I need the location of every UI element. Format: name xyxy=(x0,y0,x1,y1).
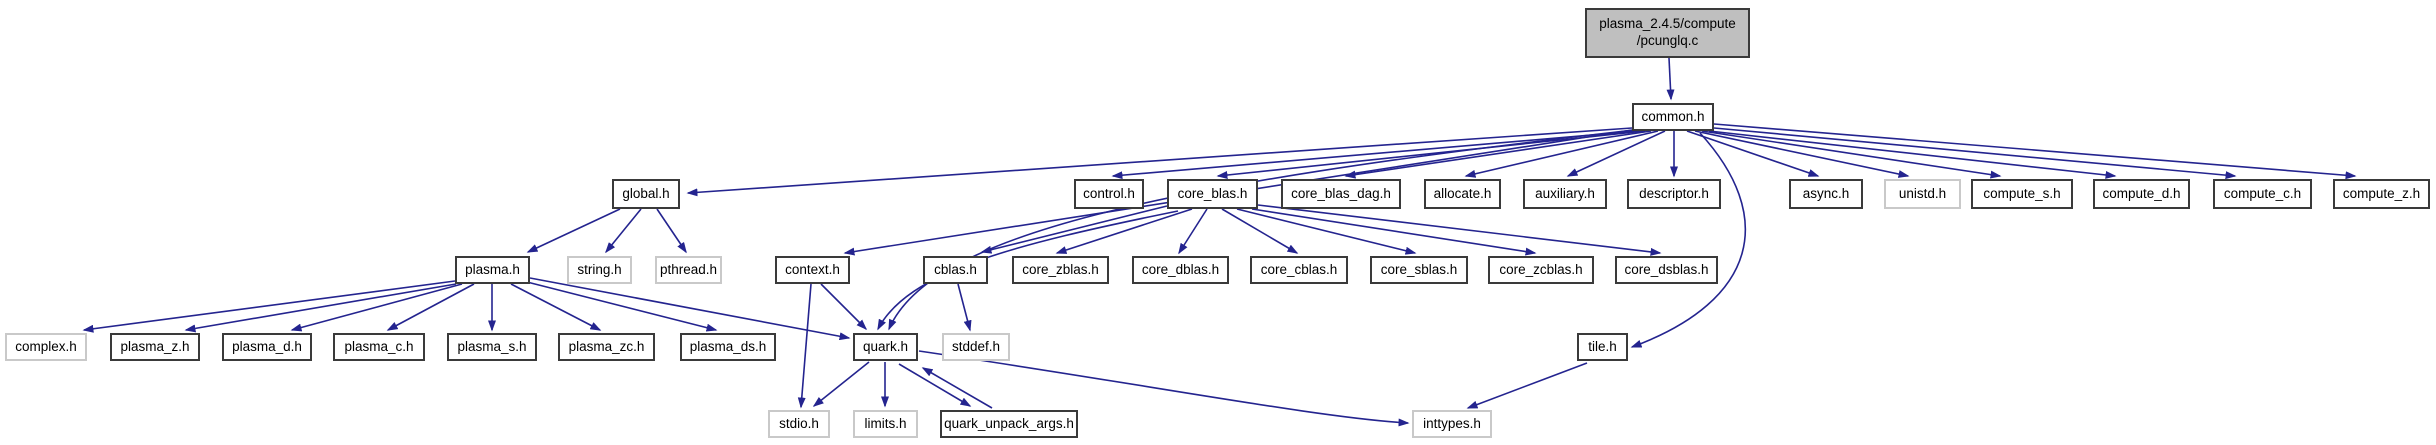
edge-cblas-to-stddef xyxy=(957,283,972,332)
edge-plasma-to-plasma-d xyxy=(290,283,463,332)
node-plasma-z-h[interactable]: plasma_z.h xyxy=(110,333,200,361)
edge-core-blas-to-core-dblas xyxy=(1178,208,1208,255)
edge-core-blas-to-core-sblas xyxy=(1236,208,1417,255)
edge-plasma-to-plasma-zc xyxy=(510,283,602,331)
node-plasma-zc-h[interactable]: plasma_zc.h xyxy=(558,333,655,361)
node-quark-h[interactable]: quark.h xyxy=(853,333,918,361)
edge-common-to-allocate xyxy=(1464,130,1659,178)
edge-common-to-compute-d xyxy=(1708,130,2117,179)
edge-quark-unpack-args-to-quark xyxy=(921,367,993,409)
edge-plasma-to-plasma-z xyxy=(184,283,457,333)
edge-global-to-string xyxy=(605,208,642,254)
node-plasma-s-h[interactable]: plasma_s.h xyxy=(447,333,537,361)
node-core-dblas-h[interactable]: core_dblas.h xyxy=(1132,256,1229,284)
edge-pcunglq-to-common xyxy=(1666,57,1675,101)
node-plasma-h[interactable]: plasma.h xyxy=(455,256,530,284)
edge-core-blas-to-core-dsblas xyxy=(1257,204,1662,256)
node-unistd-h: unistd.h xyxy=(1884,179,1961,209)
node-compute-z-h[interactable]: compute_z.h xyxy=(2333,179,2430,209)
node-pthread-h: pthread.h xyxy=(655,256,722,284)
edge-common-to-control xyxy=(1111,130,1639,180)
edge-global-to-pthread xyxy=(656,208,687,254)
edge-quark-to-inttypes xyxy=(918,350,1410,427)
node-plasma-ds-h[interactable]: plasma_ds.h xyxy=(680,333,776,361)
node-compute-s-h[interactable]: compute_s.h xyxy=(1971,179,2073,209)
node-complex-h: complex.h xyxy=(5,333,87,361)
edge-plasma-to-quark xyxy=(529,277,851,341)
node-core-blas-dag-h[interactable]: core_blas_dag.h xyxy=(1281,179,1401,209)
edge-quark-to-stdio xyxy=(812,361,870,407)
node-core-dsblas-h[interactable]: core_dsblas.h xyxy=(1615,256,1718,284)
edges-group xyxy=(82,57,2357,427)
edge-common-to-auxiliary xyxy=(1566,130,1666,177)
edge-common-to-compute-s xyxy=(1701,130,2002,179)
node-tile-h[interactable]: tile.h xyxy=(1577,333,1628,361)
edge-common-to-compute-c xyxy=(1713,127,2237,180)
node-compute-c-h[interactable]: compute_c.h xyxy=(2213,179,2312,209)
node-common-h[interactable]: common.h xyxy=(1632,103,1714,131)
edge-context-to-stdio xyxy=(797,283,812,409)
node-control-h[interactable]: control.h xyxy=(1074,179,1144,209)
node-limits-h: limits.h xyxy=(853,410,918,438)
node-inttypes-h: inttypes.h xyxy=(1412,410,1492,438)
node-core-cblas-h[interactable]: core_cblas.h xyxy=(1250,256,1348,284)
edge-common-to-global xyxy=(686,127,1633,197)
edge-common-to-core-blas-dag xyxy=(1344,130,1652,179)
node-string-h: string.h xyxy=(567,256,632,284)
node-global-h[interactable]: global.h xyxy=(612,179,680,209)
node-core-zcblas-h[interactable]: core_zcblas.h xyxy=(1488,256,1594,284)
node-allocate-h[interactable]: allocate.h xyxy=(1424,179,1501,209)
edge-core-blas-to-cblas xyxy=(980,205,1168,254)
node-core-zblas-h[interactable]: core_zblas.h xyxy=(1012,256,1109,284)
edge-context-to-quark xyxy=(820,283,868,331)
node-stdio-h: stdio.h xyxy=(768,410,830,438)
node-core-blas-h[interactable]: core_blas.h xyxy=(1167,179,1258,209)
edge-plasma-to-plasma-c xyxy=(386,283,475,331)
edge-core-blas-to-core-cblas xyxy=(1221,208,1299,254)
edge-common-to-tile xyxy=(1630,132,1746,348)
node-quark-unpack-args-h[interactable]: quark_unpack_args.h xyxy=(940,410,1078,438)
node-stddef-h: stddef.h xyxy=(942,333,1010,361)
node-core-sblas-h[interactable]: core_sblas.h xyxy=(1370,256,1468,284)
edge-common-to-compute-z xyxy=(1713,123,2357,180)
edge-core-blas-to-core-zcblas xyxy=(1251,208,1537,256)
edge-common-to-quark xyxy=(888,129,1635,331)
node-descriptor-h[interactable]: descriptor.h xyxy=(1627,179,1721,209)
node-pcunglq-c: plasma_2.4.5/compute /pcunglq.c xyxy=(1585,8,1750,58)
node-cblas-h[interactable]: cblas.h xyxy=(923,256,988,284)
node-plasma-c-h[interactable]: plasma_c.h xyxy=(333,333,425,361)
edge-tile-to-inttypes xyxy=(1466,362,1588,409)
edge-common-to-async xyxy=(1686,130,1820,177)
edge-core-blas-to-core-zblas xyxy=(1055,208,1193,254)
node-compute-d-h[interactable]: compute_d.h xyxy=(2093,179,2190,209)
node-async-h[interactable]: async.h xyxy=(1789,179,1863,209)
edge-plasma-to-complex xyxy=(82,280,456,333)
node-plasma-d-h[interactable]: plasma_d.h xyxy=(222,333,312,361)
edge-plasma-to-plasma-ds xyxy=(526,281,718,332)
edge-quark-to-quark-unpack-args xyxy=(898,363,972,407)
edge-common-to-unistd xyxy=(1694,130,1910,178)
node-auxiliary-h[interactable]: auxiliary.h xyxy=(1523,179,1607,209)
node-context-h[interactable]: context.h xyxy=(775,256,850,284)
edge-global-to-plasma xyxy=(526,208,621,253)
